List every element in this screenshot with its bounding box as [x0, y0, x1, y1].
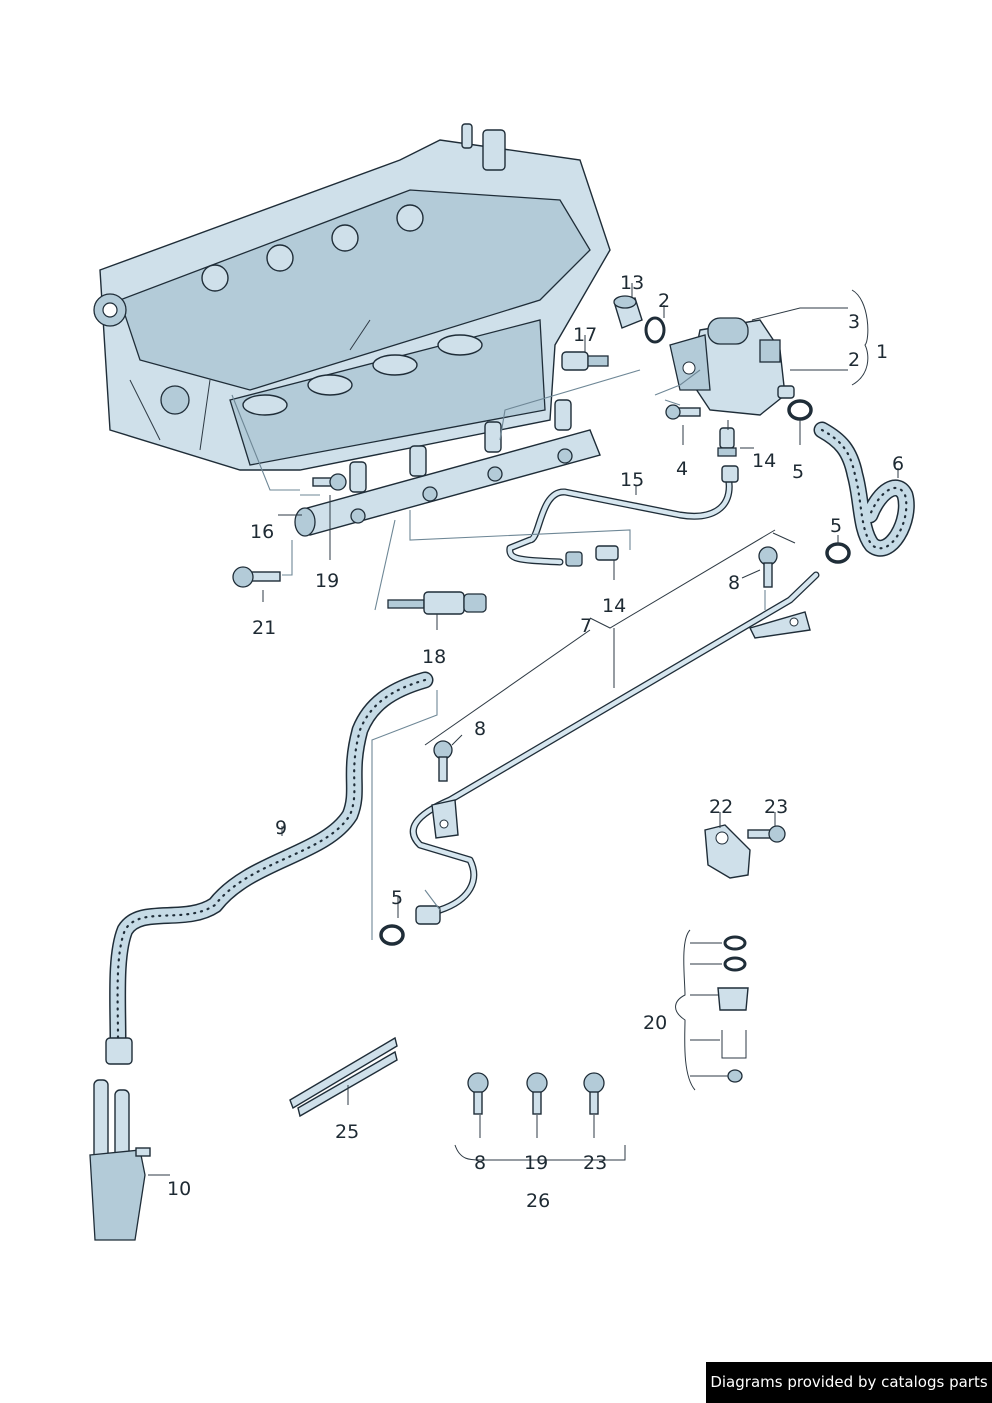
label-5-upper: 5 [792, 461, 804, 483]
label-9: 9 [275, 817, 287, 839]
bolt-21 [232, 566, 281, 588]
high-pressure-line-15 [506, 465, 739, 566]
label-2-oring: 2 [658, 290, 670, 312]
label-16: 16 [250, 521, 274, 543]
label-3: 3 [848, 311, 860, 333]
sensor-18 [387, 591, 487, 615]
bolt-8-upper [758, 546, 778, 588]
label-26: 26 [526, 1190, 550, 1212]
bolt-8-lower [433, 740, 453, 782]
label-18: 18 [422, 646, 446, 668]
label-15: 15 [620, 469, 644, 491]
fuel-hose-9 [105, 671, 434, 1065]
label-19-upper: 19 [315, 570, 339, 592]
bolt-23 [747, 825, 786, 843]
bolt-set-26 [467, 1072, 605, 1115]
label-8-upper: 8 [728, 572, 740, 594]
label-20: 20 [643, 1012, 667, 1034]
pressure-sensor-17 [561, 351, 609, 371]
bolt-4 [665, 404, 701, 420]
leader-lines [148, 283, 899, 1176]
fuel-line-7 [409, 571, 820, 925]
label-19-kit: 19 [524, 1152, 548, 1174]
part-labels: 1 3 2 2 13 17 4 14 5 6 15 5 16 19 8 14 2… [167, 272, 904, 1212]
footer-credit: Diagrams provided by catalogs parts [706, 1362, 992, 1403]
union-nut-14-lower [565, 545, 619, 567]
fuel-filter-connector-10 [89, 1079, 151, 1241]
label-5-lower: 5 [391, 887, 403, 909]
label-5-middle: 5 [830, 515, 842, 537]
bolt-19 [312, 473, 347, 491]
hose-clamp-5-b [825, 542, 851, 564]
fuel-rail [294, 399, 601, 537]
label-23-upper: 23 [764, 796, 788, 818]
cylinder-head [93, 123, 611, 471]
bracket-22 [704, 824, 751, 879]
label-14-upper: 14 [752, 450, 776, 472]
repair-kit-20 [717, 935, 749, 1083]
hose-clamp-5-c [379, 924, 405, 946]
seal-13 [613, 295, 643, 329]
union-nut-14-upper [717, 427, 737, 457]
label-17: 17 [573, 324, 597, 346]
label-10: 10 [167, 1178, 191, 1200]
label-23-kit: 23 [583, 1152, 607, 1174]
label-8-lower: 8 [474, 718, 486, 740]
label-21: 21 [252, 617, 276, 639]
label-13: 13 [620, 272, 644, 294]
fuel-hose-6 [813, 421, 915, 557]
label-14-lower: 14 [602, 595, 626, 617]
o-ring-2 [644, 316, 666, 344]
high-pressure-pump [669, 317, 795, 416]
label-7: 7 [580, 615, 592, 637]
label-25: 25 [335, 1121, 359, 1143]
label-22: 22 [709, 796, 733, 818]
label-8-kit: 8 [474, 1152, 486, 1174]
label-2-pump: 2 [848, 349, 860, 371]
label-4: 4 [676, 458, 688, 480]
assembly-guides [231, 369, 766, 940]
hose-clamp-5-a [787, 399, 813, 421]
cable-ties-25 [289, 1036, 398, 1118]
label-6: 6 [892, 453, 904, 475]
label-1: 1 [876, 341, 888, 363]
